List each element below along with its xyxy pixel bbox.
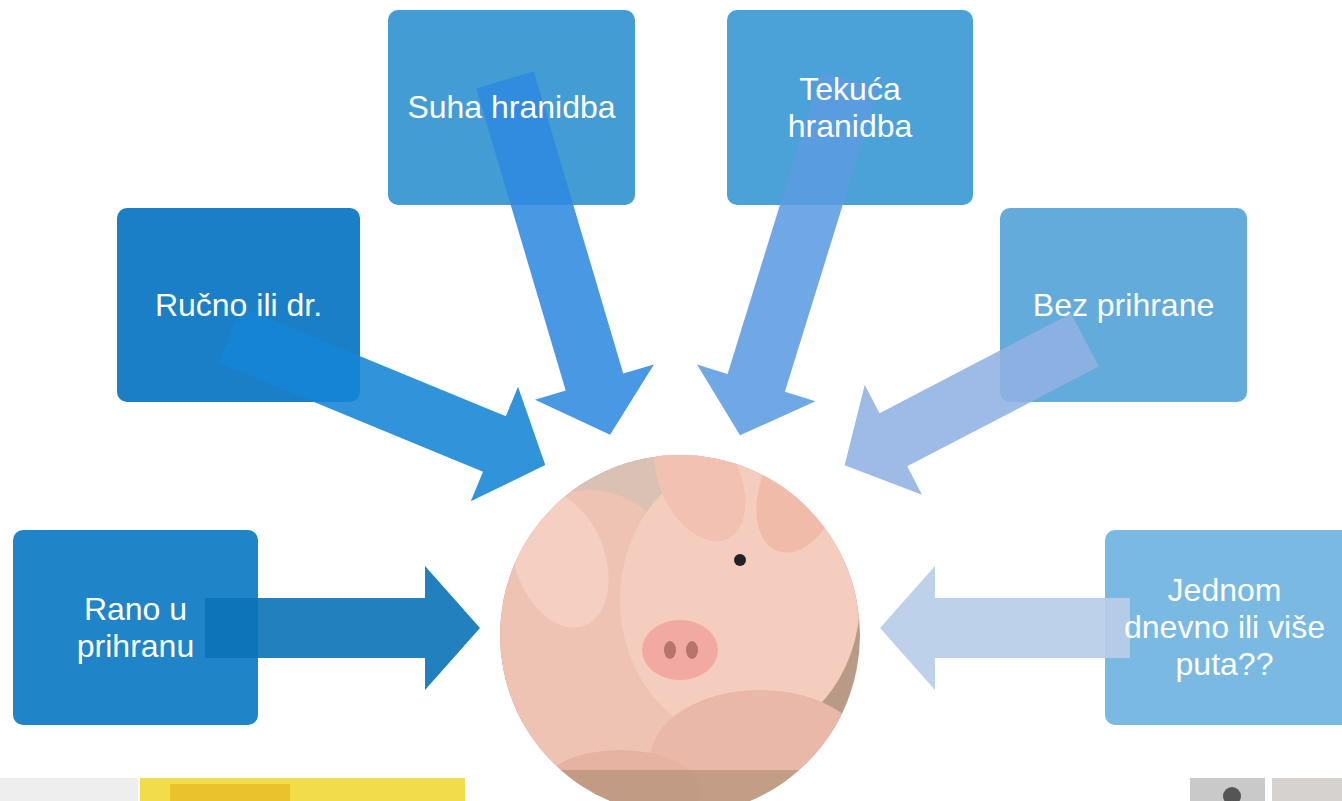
- block-arrow: [206, 278, 569, 523]
- process-box: Tekuća hranidba: [727, 10, 973, 205]
- block-arrow: [880, 566, 1130, 690]
- process-box: Rano u prihranu: [13, 530, 258, 725]
- box-label: Suha hranidba: [407, 89, 615, 126]
- box-label: Jednom dnevno ili više puta??: [1115, 572, 1334, 682]
- box-label: Tekuća hranidba: [737, 71, 963, 145]
- box-label: Bez prihrane: [1033, 287, 1214, 324]
- photo-strip: [0, 778, 138, 801]
- process-box: Jednom dnevno ili više puta??: [1105, 530, 1342, 725]
- block-arrow: [205, 566, 480, 690]
- block-arrow: [446, 62, 670, 452]
- photo-strip: [1223, 787, 1241, 801]
- block-arrow: [816, 285, 1114, 520]
- box-label: Rano u prihranu: [23, 591, 248, 665]
- process-box: Ručno ili dr.: [117, 208, 360, 402]
- process-box: Bez prihrane: [1000, 208, 1247, 402]
- photo-strip: [1272, 778, 1342, 801]
- box-label: Ručno ili dr.: [155, 287, 322, 324]
- photo-strip: [170, 784, 290, 801]
- photo-strip: [140, 778, 465, 801]
- piglet-photo: [480, 404, 870, 801]
- process-box: Suha hranidba: [388, 10, 635, 205]
- block-arrow: [681, 62, 909, 454]
